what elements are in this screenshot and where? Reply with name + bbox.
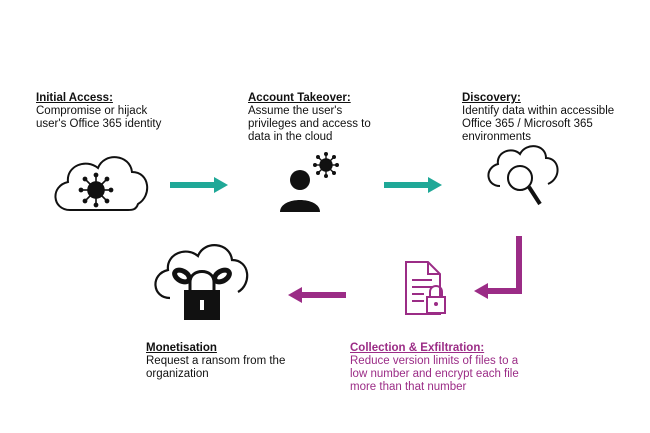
step-monetisation: Monetisation Request a ransom from the o…: [146, 342, 285, 381]
step-desc-line: data in the cloud: [248, 131, 333, 143]
step-desc-line: Office 365 / Microsoft 365: [462, 118, 593, 130]
step-discovery: Discovery: Identify data within accessib…: [462, 92, 614, 144]
arrow-teal-2: [384, 177, 442, 193]
cloud-virus-icon: [54, 156, 148, 211]
user-virus-icon: [280, 151, 339, 212]
step-initial-access: Initial Access: Compromise or hijack use…: [36, 92, 161, 131]
arrow-teal-1: [170, 177, 228, 193]
step-title: Discovery:: [462, 92, 521, 104]
step-desc-line: Request a ransom from the: [146, 355, 286, 367]
step-collection-exfiltration: Collection & Exfiltration: Reduce versio…: [350, 342, 519, 394]
step-desc-line: environments: [462, 131, 532, 143]
cloud-padlock-icon: [154, 244, 249, 320]
arrow-pink-left: [288, 287, 346, 303]
cloud-search-icon: [487, 145, 559, 206]
step-desc-line: Identify data within accessible: [462, 105, 615, 117]
step-desc-line: organization: [146, 368, 209, 380]
step-desc-line: privileges and access to: [248, 118, 371, 130]
step-account-takeover: Account Takeover: Assume the user's priv…: [248, 92, 371, 144]
step-title: Collection & Exfiltration:: [350, 342, 485, 354]
step-desc-line: Reduce version limits of files to a: [350, 355, 519, 367]
step-title: Account Takeover:: [248, 92, 351, 104]
step-desc-line: Compromise or hijack: [36, 105, 148, 117]
document-lock-icon: [405, 261, 446, 315]
step-desc-line: low number and encrypt each file: [350, 368, 519, 380]
arrow-pink-elbow: [474, 236, 522, 299]
step-title: Monetisation: [146, 342, 217, 354]
step-desc-line: user's Office 365 identity: [36, 118, 162, 130]
step-desc-line: Assume the user's: [248, 105, 343, 117]
step-desc-line: more than that number: [350, 381, 467, 393]
step-title: Initial Access:: [36, 92, 113, 104]
